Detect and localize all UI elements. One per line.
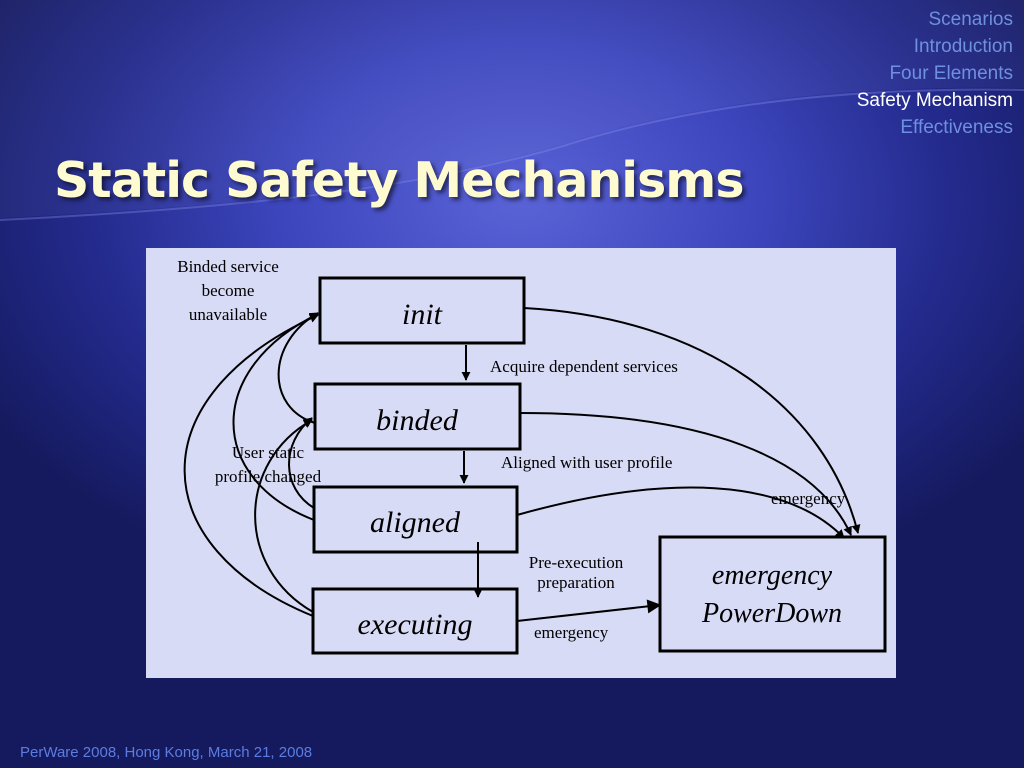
nav-item-introduction[interactable]: Introduction — [913, 36, 1013, 57]
label-acquire: Acquire dependent services — [490, 357, 678, 376]
state-aligned-label: aligned — [370, 506, 461, 539]
state-binded-box — [313, 382, 522, 451]
label-binded-service-2: become — [202, 281, 255, 300]
section-nav: Scenarios Introduction Four Elements Saf… — [857, 6, 1013, 141]
label-pre-exec-1: Pre-execution — [529, 553, 624, 572]
footer-event: PerWare 2008, — [20, 744, 125, 761]
state-binded-label: binded — [376, 404, 459, 437]
state-emergency-label-line1: emergency — [712, 560, 833, 591]
footer-place-date: Hong Kong, March 21, 2008 — [124, 744, 313, 761]
slide-title: Static Safety Mechanisms — [54, 152, 744, 209]
state-diagram-svg: init binded aligned executing emergency … — [177, 257, 887, 655]
arrow-aligned-to-emergency — [516, 486, 845, 539]
arrow-binded-back-to-init — [277, 312, 319, 424]
arrow-aligned-back-to-init — [232, 313, 319, 521]
nav-item-scenarios[interactable]: Scenarios — [928, 9, 1014, 30]
nav-item-safety-mechanism[interactable]: Safety Mechanism — [856, 90, 1013, 111]
transition-arrows — [183, 307, 861, 622]
arrow-binded-to-emergency — [519, 412, 852, 536]
arrow-aligned-back-to-binded — [288, 417, 315, 509]
label-pre-exec-2: preparation — [537, 573, 615, 592]
state-init-label: init — [402, 298, 443, 331]
state-emergency-label-line2: PowerDown — [701, 598, 842, 629]
label-binded-service-1: Binded service — [177, 257, 279, 276]
arrow-executing-to-emergency — [516, 599, 662, 622]
state-diagram: init binded aligned executing emergency … — [146, 248, 896, 678]
arrow-executing-back-to-binded — [254, 419, 314, 613]
arrow-init-to-emergency — [523, 307, 861, 534]
state-executing-label: executing — [358, 608, 473, 641]
label-user-static-1: User static — [232, 443, 305, 462]
label-aligned-with: Aligned with user profile — [501, 453, 672, 472]
slide-footer: PerWare 2008, Hong Kong, March 21, 2008 — [20, 744, 312, 761]
transition-labels: Binded service become unavailable Acquir… — [177, 257, 846, 642]
state-emergency-box — [658, 535, 887, 653]
background-swoosh — [0, 0, 1024, 221]
state-init-box — [318, 276, 526, 345]
state-labels: init binded aligned executing emergency … — [358, 298, 842, 641]
label-emergency-bottom: emergency — [534, 623, 609, 642]
label-binded-service-3: unavailable — [189, 305, 267, 324]
nav-item-four-elements[interactable]: Four Elements — [889, 63, 1013, 84]
arrow-executing-back-to-init — [183, 314, 319, 617]
label-emergency-right: emergency — [771, 489, 846, 508]
label-user-static-2: profile changed — [215, 467, 322, 486]
nav-item-effectiveness[interactable]: Effectiveness — [900, 117, 1013, 138]
